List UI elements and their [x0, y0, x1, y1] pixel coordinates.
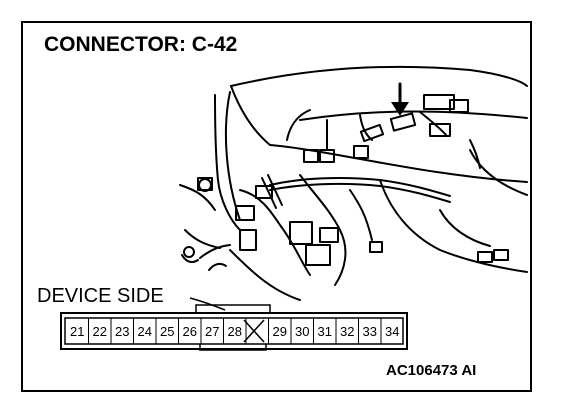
pin-25: 25: [160, 324, 174, 339]
connector-title: CONNECTOR: C-42: [44, 33, 238, 56]
pin-30: 30: [295, 324, 309, 339]
diagram-frame: [21, 21, 532, 392]
pin-27: 27: [205, 324, 219, 339]
pin-33: 33: [363, 324, 377, 339]
pin-31: 31: [318, 324, 332, 339]
pin-24: 24: [138, 324, 152, 339]
pin-32: 32: [340, 324, 354, 339]
location-arrow-icon: [391, 102, 409, 116]
pin-34: 34: [385, 324, 399, 339]
pin-29: 29: [273, 324, 287, 339]
pin-23: 23: [115, 324, 129, 339]
empty-slot-x-mark: [243, 319, 265, 343]
reference-code: AC106473 AI: [386, 362, 477, 379]
connector-face: 21 22 23 24 25 26 27 28 29 30 31 32 33 34: [60, 304, 408, 351]
device-side-label: DEVICE SIDE: [37, 285, 164, 307]
pin-26: 26: [183, 324, 197, 339]
pin-22: 22: [93, 324, 107, 339]
pin-28: 28: [228, 324, 242, 339]
pin-21: 21: [70, 324, 84, 339]
